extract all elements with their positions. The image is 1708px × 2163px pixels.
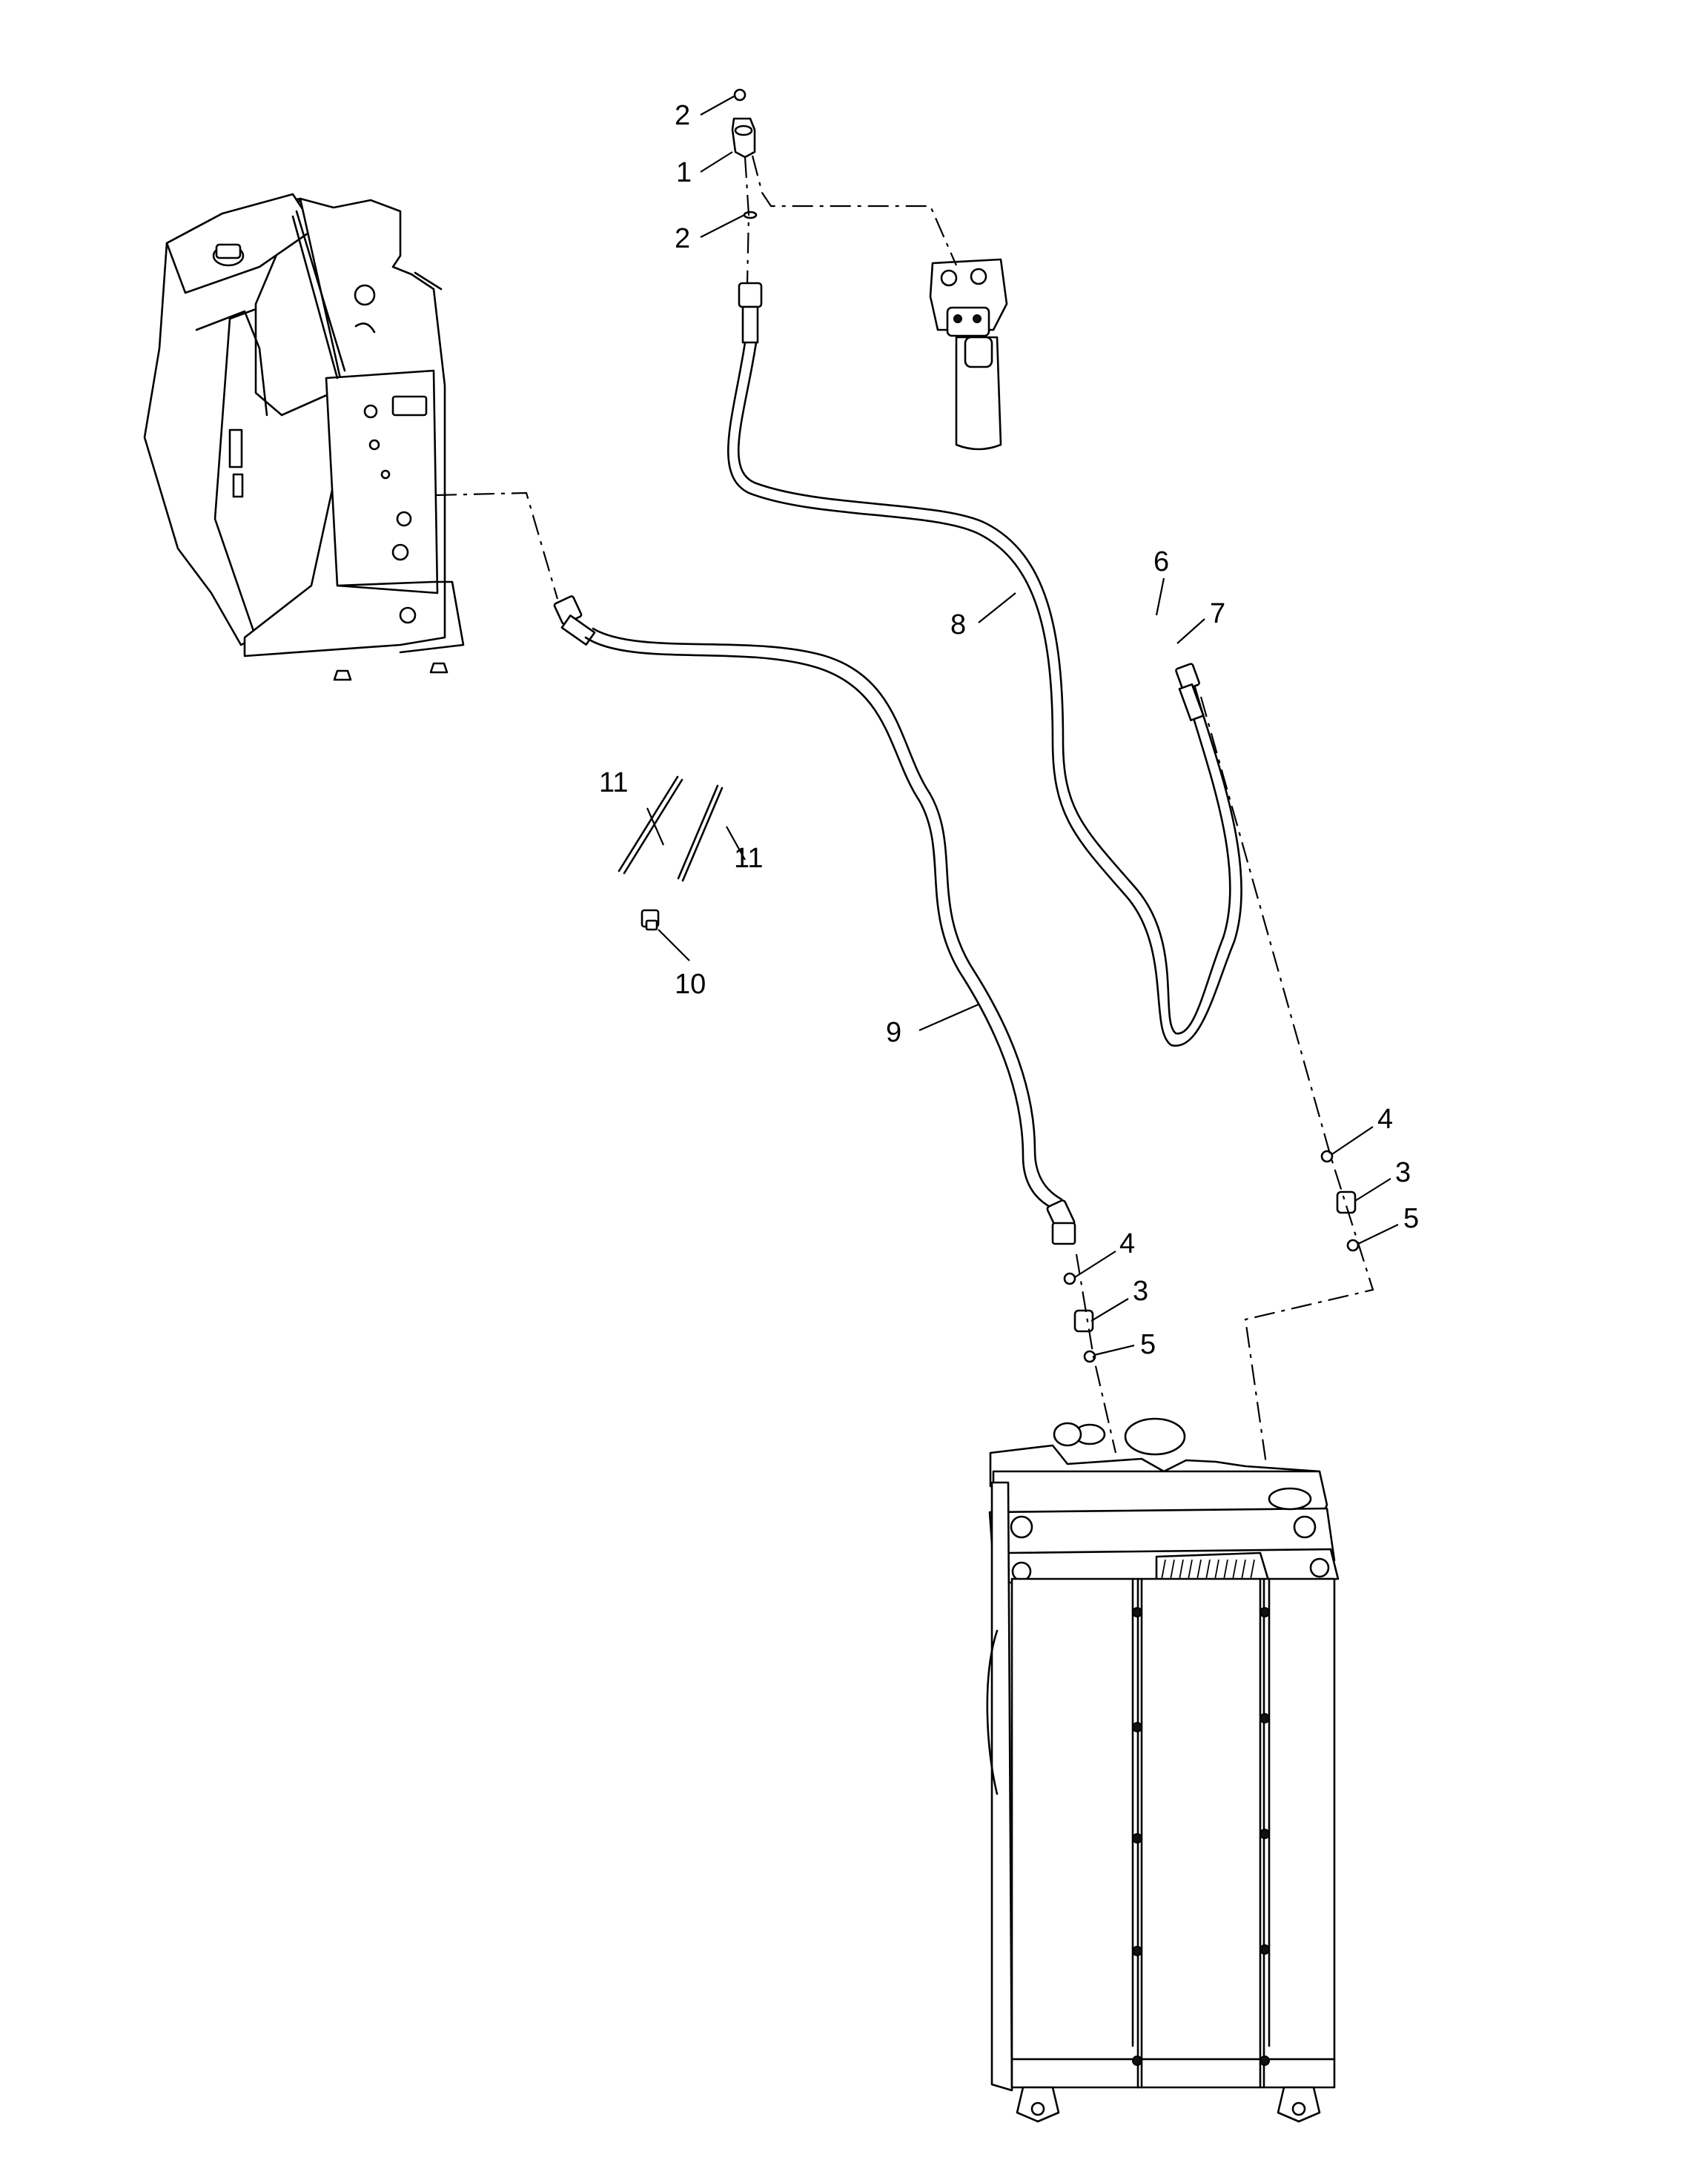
hose-8 [727,282,1242,1047]
callout-7: 7 [1210,598,1225,629]
callout-11-left: 11 [599,767,628,798]
callout-2-lower: 2 [675,223,690,254]
callout-4-lower: 4 [1119,1228,1135,1259]
oil-cooler-assembly [986,1417,1340,2123]
callout-9: 9 [886,1017,901,1048]
callout-6: 6 [1153,546,1169,577]
callout-8: 8 [950,609,966,640]
callout-4-right: 4 [1377,1104,1393,1135]
callout-10: 10 [675,969,706,1000]
return-filter-assembly [929,258,1008,451]
callout-5-right: 5 [1403,1203,1419,1234]
top-fittings [731,88,758,219]
callout-5-lower: 5 [1140,1329,1156,1360]
callout-1: 1 [676,157,692,188]
cable-ties-and-clamp [618,775,724,931]
connection-lines [435,155,1374,1465]
callout-leaders [646,96,1399,1357]
hose-9 [553,595,1076,1245]
hydraulic-tank-assembly [143,193,465,681]
callout-3-lower: 3 [1133,1276,1148,1307]
callout-labels: 2 1 2 8 6 7 11 11 10 9 4 3 5 4 3 5 [599,100,1419,1360]
callout-2-top: 2 [675,100,690,131]
callout-3-right: 3 [1395,1157,1411,1188]
callout-11-right: 11 [734,843,763,874]
